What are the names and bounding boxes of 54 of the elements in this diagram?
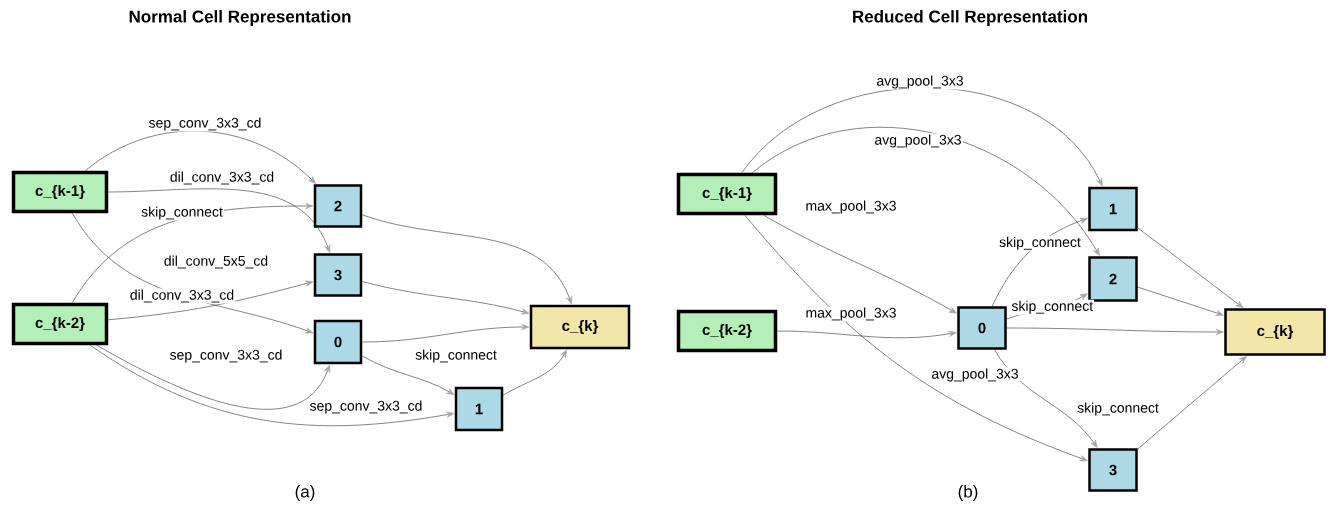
operation-node: 0 [957, 306, 1007, 350]
edge-label: avg_pool_3x3 [875, 74, 965, 90]
edge-label: avg_pool_3x3 [930, 367, 1020, 383]
edge-label: skip_connect [1076, 401, 1160, 417]
panel-title: Reduced Cell Representation [853, 10, 1087, 26]
arrow [776, 330, 957, 339]
arrow [107, 188, 331, 253]
output-node: c_{k} [1224, 308, 1326, 356]
arrow [361, 214, 573, 305]
arrow [85, 130, 316, 184]
arrow [90, 344, 455, 426]
operation-node: 1 [454, 386, 504, 432]
edge-label: skip_connect [998, 235, 1082, 251]
edge-label: skip_connect [1010, 299, 1095, 315]
arrow [361, 323, 530, 343]
operation-node: 2 [313, 184, 363, 228]
operation-node: 2 [1088, 256, 1138, 302]
panel-caption: (b) [958, 485, 978, 501]
operation-node: 0 [313, 319, 363, 365]
arrow [752, 127, 1100, 256]
operation-node: 1 [1088, 186, 1138, 232]
arrow [96, 344, 331, 410]
operation-node: 3 [313, 253, 363, 297]
input-node: c_{k-2} [676, 309, 778, 353]
arrow [361, 355, 455, 395]
edge-label: max_pool_3x3 [804, 199, 898, 215]
input-node: c_{k-1} [676, 172, 778, 216]
arrow [361, 281, 530, 315]
edge-label: max_pool_3x3 [804, 306, 898, 322]
arrow [1137, 227, 1244, 309]
panel-title: Normal Cell Representation [129, 10, 351, 26]
output-node: c_{k} [529, 304, 631, 350]
edge-label: skip_connect [140, 205, 224, 221]
edge-label: dil_conv_3x3_cd [128, 288, 236, 304]
operation-node: 3 [1088, 448, 1138, 492]
edge-label: sep_conv_3x3_cd [168, 348, 284, 364]
edge-label: dil_conv_3x3_cd [168, 170, 276, 186]
arrow [502, 349, 568, 396]
arrow [991, 217, 1088, 307]
arrow [107, 280, 314, 321]
input-node: c_{k-1} [11, 170, 109, 214]
arrow [1006, 327, 1224, 336]
arrow [763, 214, 957, 314]
arrow [1137, 286, 1224, 316]
panel-caption: (a) [295, 485, 315, 501]
edge-label: dil_conv_5x5_cd [162, 254, 270, 270]
input-node: c_{k-2} [11, 302, 109, 346]
arrow [1137, 356, 1247, 450]
edge-label: sep_conv_3x3_cd [308, 399, 424, 415]
arrow [744, 214, 1088, 462]
arrow [994, 349, 1098, 448]
edge-label: skip_connect [414, 348, 498, 364]
edge-label: avg_pool_3x3 [873, 133, 963, 149]
edge-label: sep_conv_3x3_cd [147, 116, 263, 132]
